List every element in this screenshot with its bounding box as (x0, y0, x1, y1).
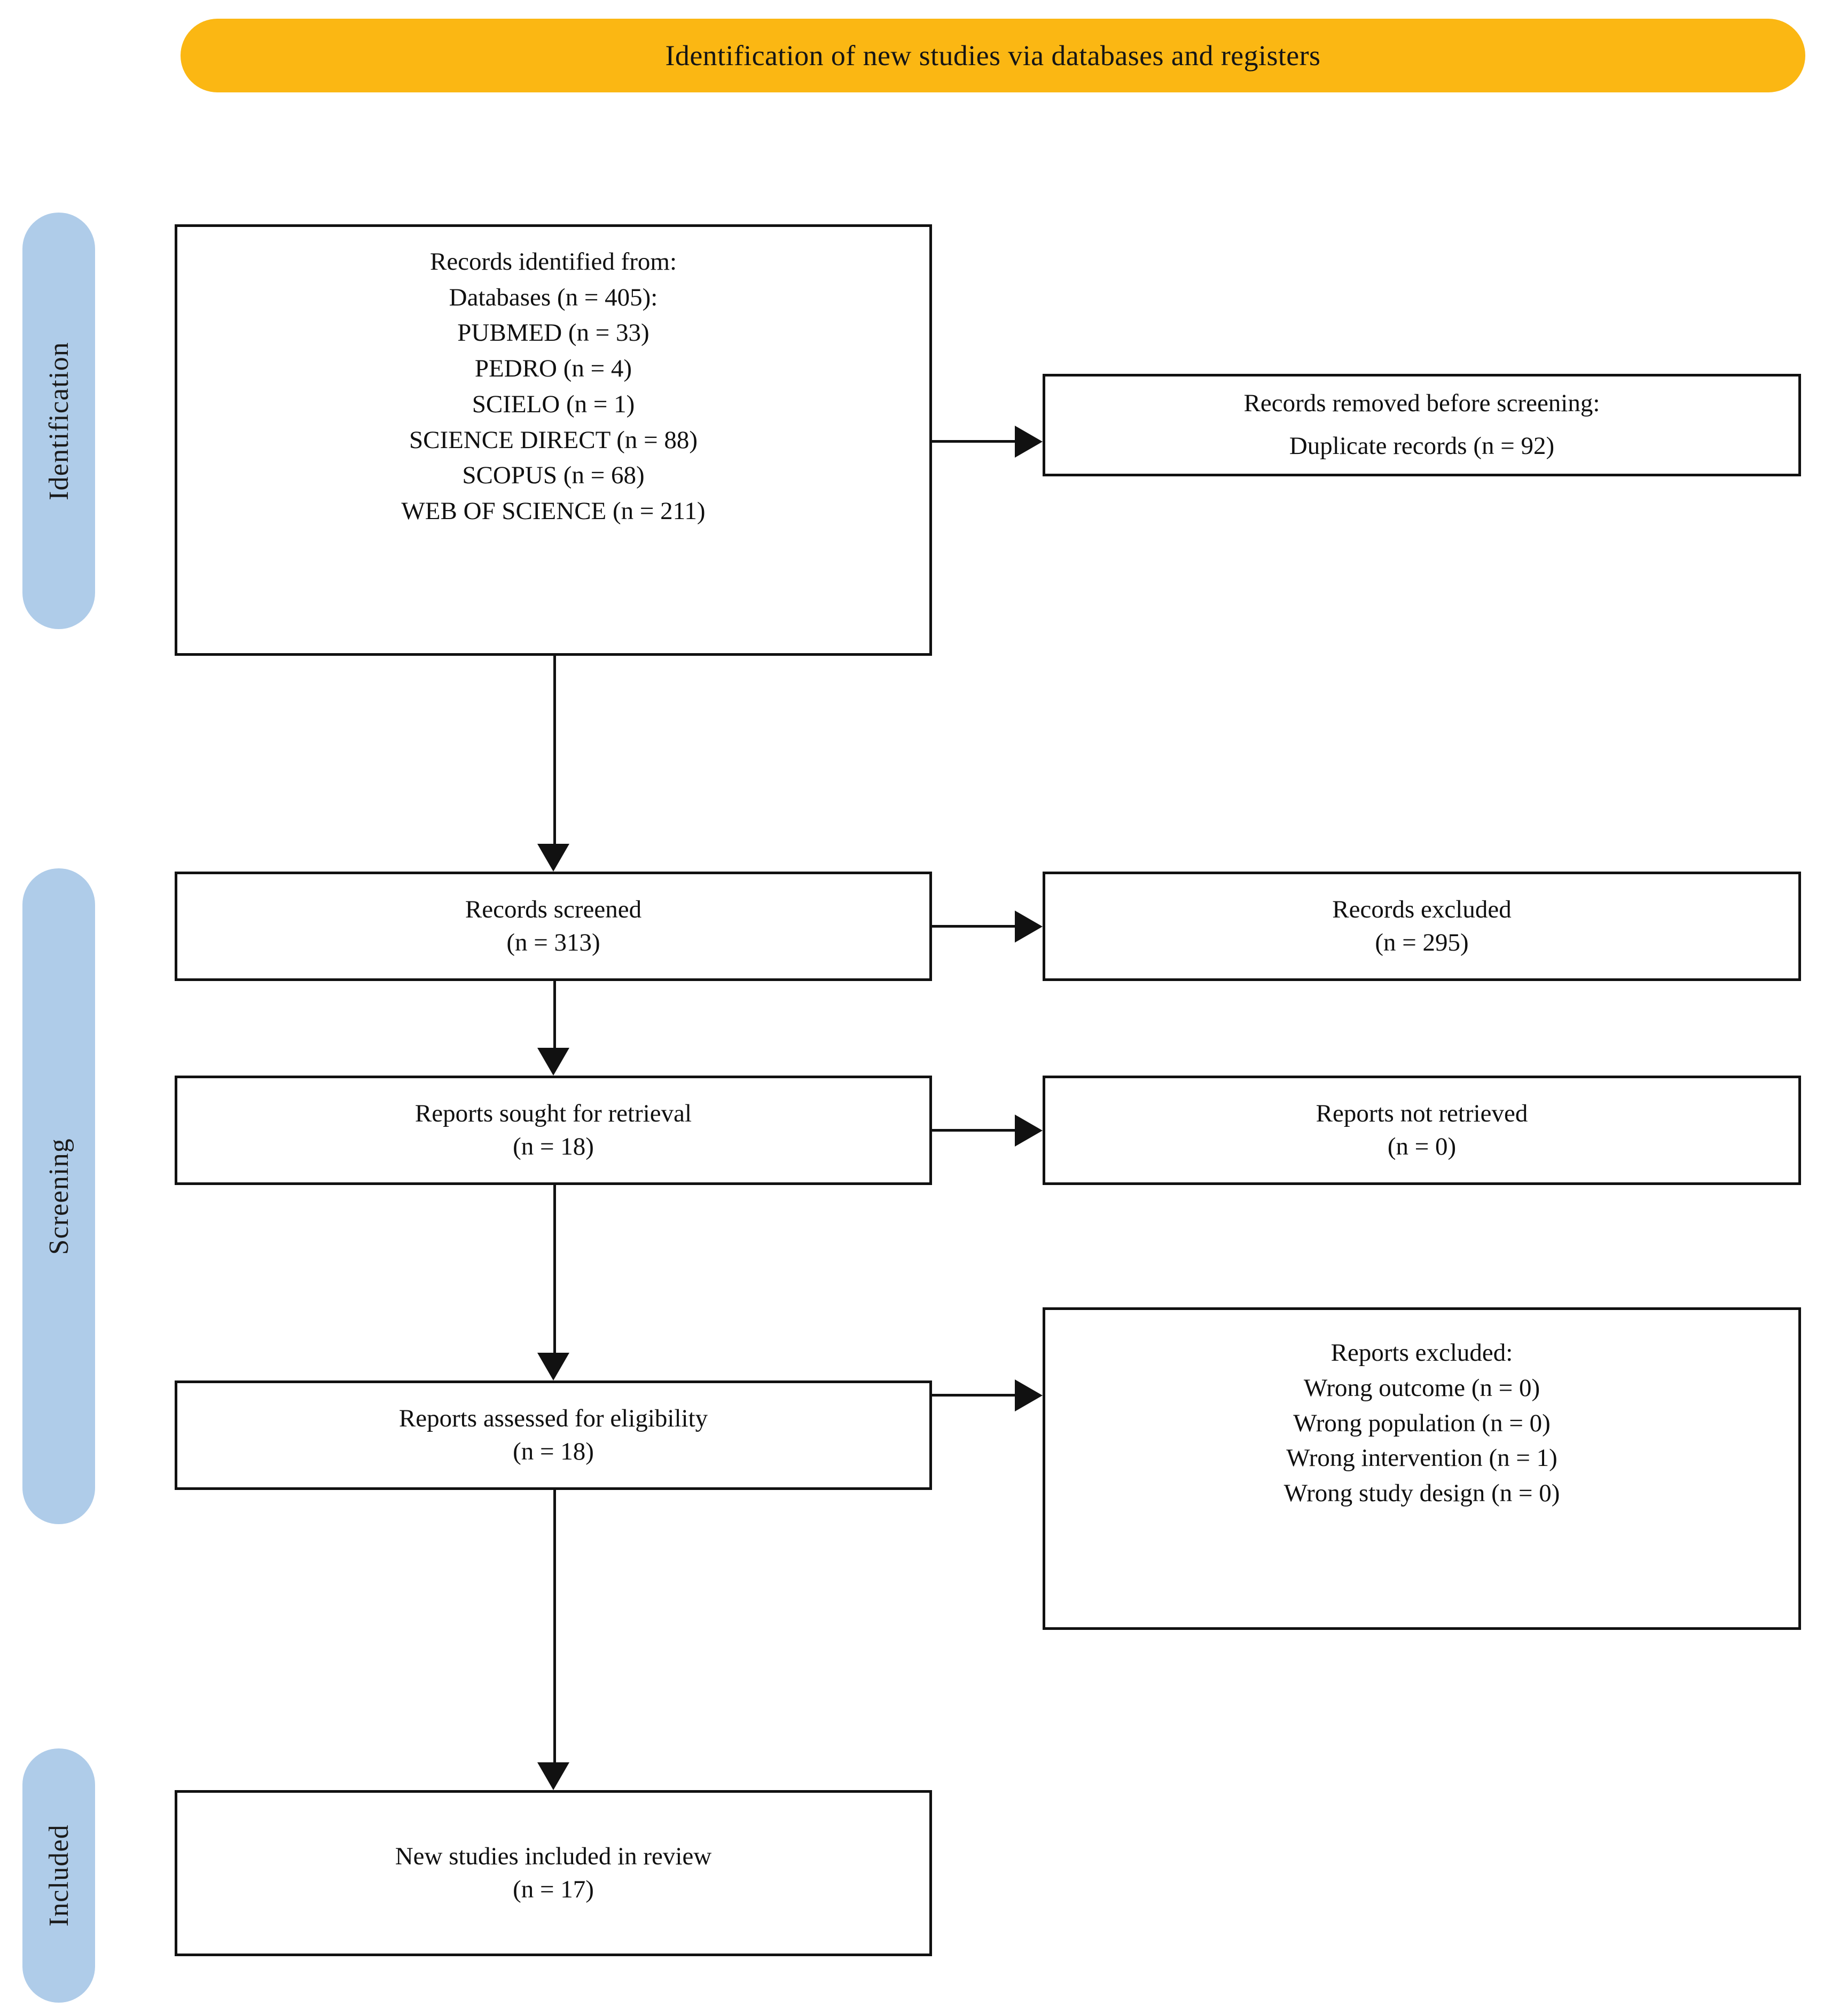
stage-label-screening: Screening (43, 1138, 74, 1255)
box-reports-excluded: Reports excluded: Wrong outcome (n = 0) … (1043, 1307, 1801, 1630)
records-identified-line-3: PUBMED (n = 33) (457, 319, 649, 347)
reports-excluded-line-5: Wrong study design (n = 0) (1283, 1479, 1560, 1508)
box-records-removed: Records removed before screening: Duplic… (1043, 374, 1801, 476)
connector-eligibility-to-included (553, 1490, 556, 1762)
records-screened-line-2: (n = 313) (506, 928, 600, 956)
reports-excluded-line-4: Wrong intervention (n = 1) (1286, 1444, 1557, 1472)
new-studies-included-line-1: New studies included in review (395, 1842, 712, 1871)
box-reports-not-retrieved: Reports not retrieved (n = 0) (1043, 1076, 1801, 1185)
connector-identified-to-screened (553, 656, 556, 844)
records-removed-line-1: Records removed before screening: (1243, 389, 1600, 418)
identification-banner: Identification of new studies via databa… (181, 19, 1805, 92)
stage-label-included: Included (43, 1824, 74, 1927)
connector-screened-to-records-excluded (932, 925, 1015, 928)
records-screened-line-1: Records screened (465, 896, 642, 924)
records-identified-line-2: Databases (n = 405): (449, 283, 658, 311)
connector-sought-to-not-retrieved (932, 1129, 1015, 1132)
arrow-right-icon-to-not-retrieved (1015, 1115, 1043, 1147)
reports-excluded-line-2: Wrong outcome (n = 0) (1303, 1374, 1540, 1402)
connector-screened-to-sought (553, 981, 556, 1048)
reports-not-retrieved-line-2: (n = 0) (1387, 1132, 1457, 1160)
reports-not-retrieved-line-1: Reports not retrieved (1316, 1100, 1528, 1128)
stage-bar-included: Included (22, 1748, 95, 2003)
reports-eligibility-line-2: (n = 18) (513, 1437, 594, 1465)
arrow-right-icon-to-removed (1015, 426, 1043, 458)
reports-excluded-line-1: Reports excluded: (1330, 1339, 1513, 1367)
arrow-down-icon-to-included (537, 1762, 569, 1790)
reports-sought-line-2: (n = 18) (513, 1132, 594, 1160)
box-records-screened: Records screened (n = 313) (175, 872, 932, 981)
records-identified-line-5: SCIELO (n = 1) (472, 390, 635, 418)
connector-eligibility-to-reports-excluded (932, 1394, 1015, 1397)
arrow-down-icon-to-screened (537, 844, 569, 872)
stage-bar-screening: Screening (22, 868, 95, 1524)
connector-sought-to-eligibility (553, 1185, 556, 1353)
arrow-right-icon-to-reports-excluded (1015, 1379, 1043, 1411)
records-identified-line-8: WEB OF SCIENCE (n = 211) (401, 497, 706, 525)
banner-title: Identification of new studies via databa… (665, 40, 1321, 72)
records-identified-line-4: PEDRO (n = 4) (474, 355, 632, 383)
stage-label-identification: Identification (43, 341, 74, 500)
arrow-right-icon-to-records-excluded (1015, 911, 1043, 943)
box-reports-sought: Reports sought for retrieval (n = 18) (175, 1076, 932, 1185)
arrow-down-icon-to-sought (537, 1048, 569, 1076)
reports-sought-line-1: Reports sought for retrieval (414, 1100, 692, 1128)
new-studies-included-line-2: (n = 17) (513, 1875, 594, 1903)
reports-excluded-line-3: Wrong population (n = 0) (1293, 1409, 1551, 1437)
reports-eligibility-line-1: Reports assessed for eligibility (398, 1405, 708, 1433)
records-removed-line-2: Duplicate records (n = 92) (1289, 432, 1555, 460)
records-excluded-line-2: (n = 295) (1375, 928, 1469, 956)
records-excluded-line-1: Records excluded (1332, 896, 1512, 924)
records-identified-line-1: Records identified from: (429, 248, 677, 276)
records-identified-line-6: SCIENCE DIRECT (n = 88) (409, 426, 698, 454)
connector-identified-to-removed (932, 440, 1015, 443)
box-records-identified: Records identified from: Databases (n = … (175, 224, 932, 656)
records-identified-line-7: SCOPUS (n = 68) (462, 461, 645, 490)
box-new-studies-included: New studies included in review (n = 17) (175, 1790, 932, 1956)
stage-bar-identification: Identification (22, 213, 95, 629)
box-records-excluded: Records excluded (n = 295) (1043, 872, 1801, 981)
arrow-down-icon-to-eligibility (537, 1353, 569, 1380)
box-reports-assessed-eligibility: Reports assessed for eligibility (n = 18… (175, 1380, 932, 1490)
